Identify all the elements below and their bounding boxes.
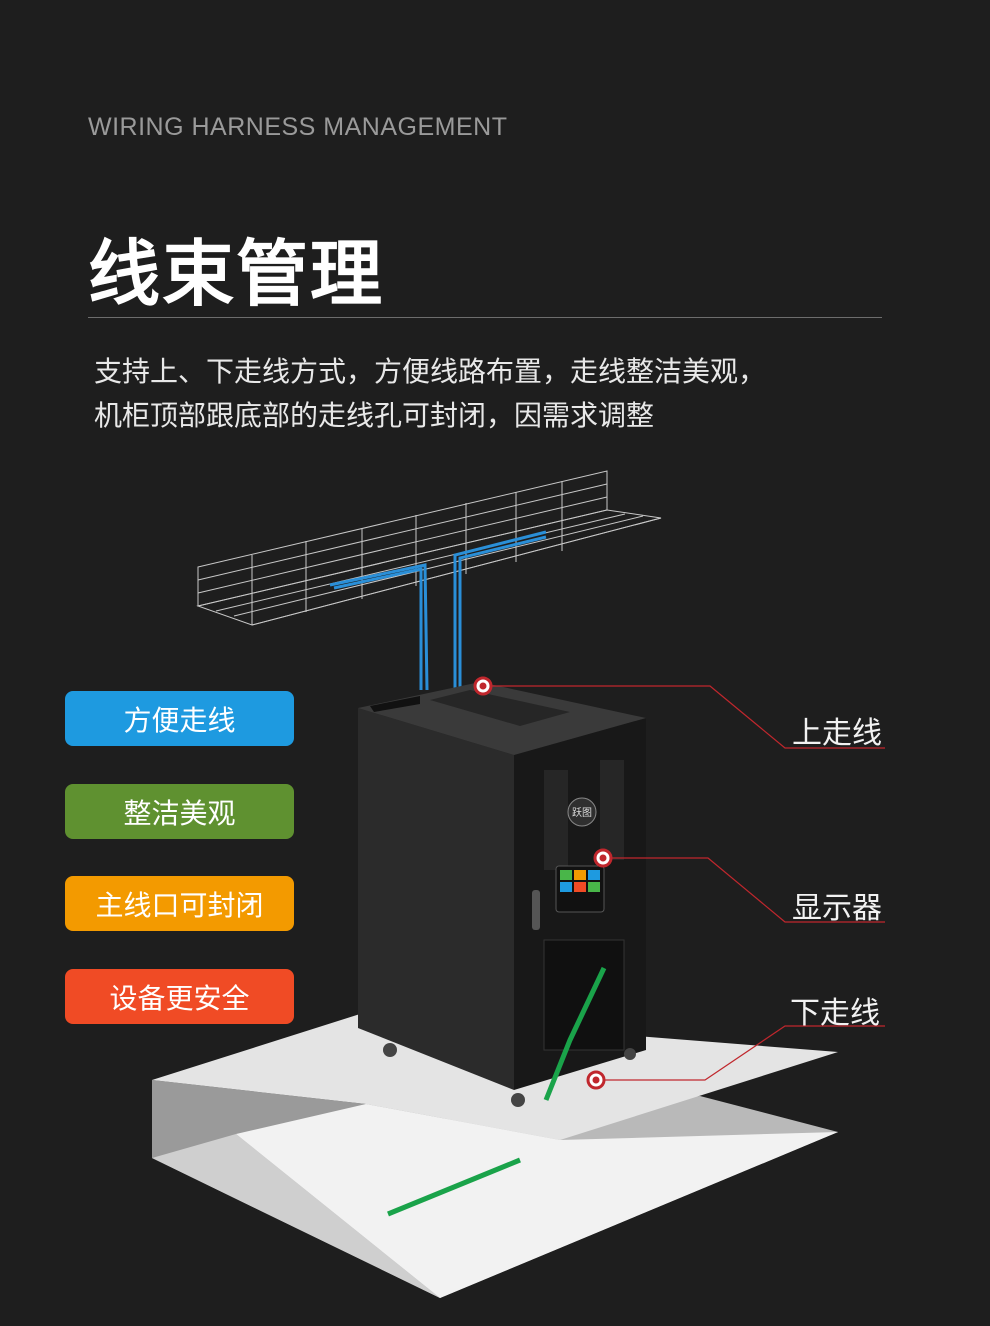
callout-top-wiring: 上走线 [792, 716, 882, 751]
title-divider [88, 317, 882, 318]
callout-markers [473, 676, 613, 1090]
callout-lines [483, 685, 885, 1081]
cabinet-logo: 跃图 [572, 807, 592, 819]
feature-pill-sealable-port: 主线口可封闭 [65, 876, 294, 931]
feature-pill-tidy: 整洁美观 [65, 784, 294, 839]
callout-bottom-wiring: 下走线 [790, 996, 880, 1031]
subtitle-english: WIRING HARNESS MANAGEMENT [88, 113, 508, 141]
callout-display: 显示器 [792, 891, 882, 926]
feature-pill-safety: 设备更安全 [65, 969, 294, 1024]
description: 支持上、下走线方式，方便线路布置，走线整洁美观， 机柜顶部跟底部的走线孔可封闭，… [94, 350, 766, 438]
top-cables [329, 530, 547, 691]
floor [152, 1014, 838, 1298]
server-cabinet [358, 682, 646, 1107]
page-title: 线束管理 [88, 232, 385, 316]
description-line-1: 支持上、下走线方式，方便线路布置，走线整洁美观， [94, 355, 767, 388]
description-line-2: 机柜顶部跟底部的走线孔可封闭，因需求调整 [94, 399, 655, 432]
cable-tray [196, 470, 662, 626]
feature-pill-convenient-wiring: 方便走线 [65, 691, 294, 746]
